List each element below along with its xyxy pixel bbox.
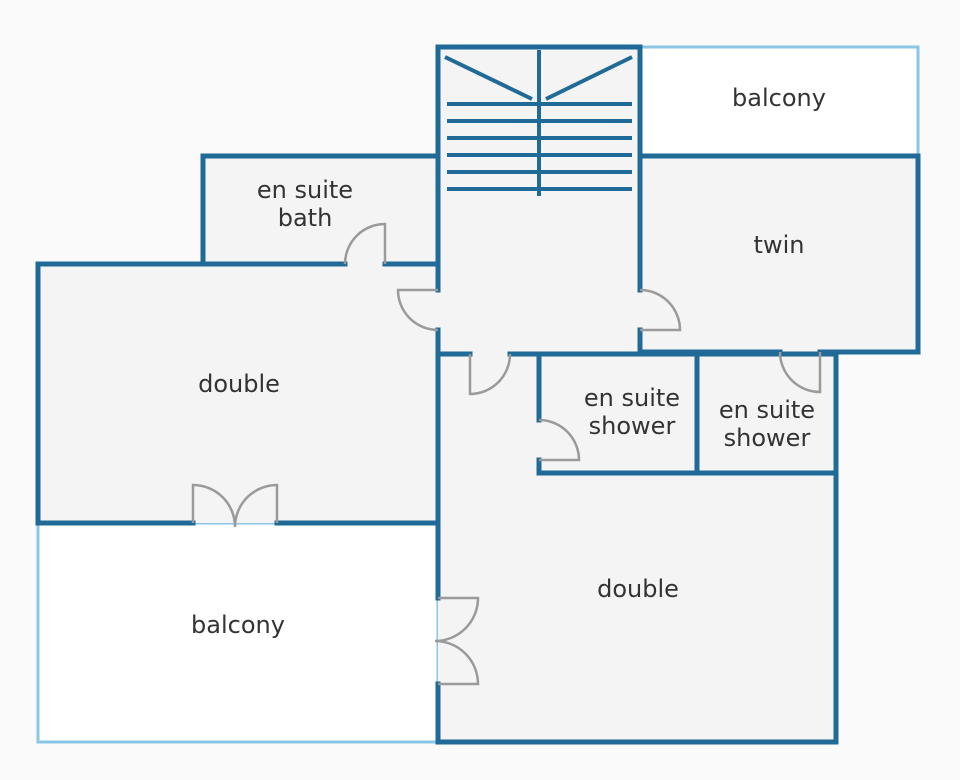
label-en-suite-bath-line2: bath [278, 204, 333, 232]
label-twin: twin [754, 231, 805, 259]
balcony-top-area [638, 45, 920, 158]
label-en-suite-shower-1: en suite [584, 384, 680, 412]
en-suite-bath-floor [203, 156, 438, 264]
en-suite-shower-2-floor [697, 354, 836, 473]
door-hall-to-twin [639, 288, 682, 332]
walls [35, 44, 921, 745]
label-en-suite-shower-1-line2: shower [589, 412, 676, 440]
en-suite-shower-1-floor [539, 354, 697, 473]
label-en-suite-bath: en suite [257, 176, 353, 204]
label-balcony-top: balcony [732, 84, 826, 112]
label-en-suite-shower-2: en suite [719, 396, 815, 424]
door-hall-to-double [396, 288, 439, 332]
door-balcony-double-left [191, 483, 279, 528]
twin-floor [640, 156, 918, 352]
double-left-floor [38, 264, 438, 523]
door-en-suite-shower [538, 418, 581, 462]
label-en-suite-shower-2-line2: shower [724, 424, 811, 452]
balcony-bottom-area [36, 521, 440, 744]
label-balcony-bottom: balcony [191, 611, 285, 639]
label-double-right: double [597, 575, 679, 603]
door-en-suite-bath [343, 222, 387, 265]
double-right-floor [438, 354, 836, 742]
label-double-left: double [198, 370, 280, 398]
staircase [444, 50, 633, 196]
door-hall-to-double-right [468, 353, 512, 396]
door-balcony-double-right [434, 596, 480, 686]
doors [191, 222, 822, 686]
door-twin-to-double [778, 351, 822, 394]
room-floors [38, 47, 918, 742]
